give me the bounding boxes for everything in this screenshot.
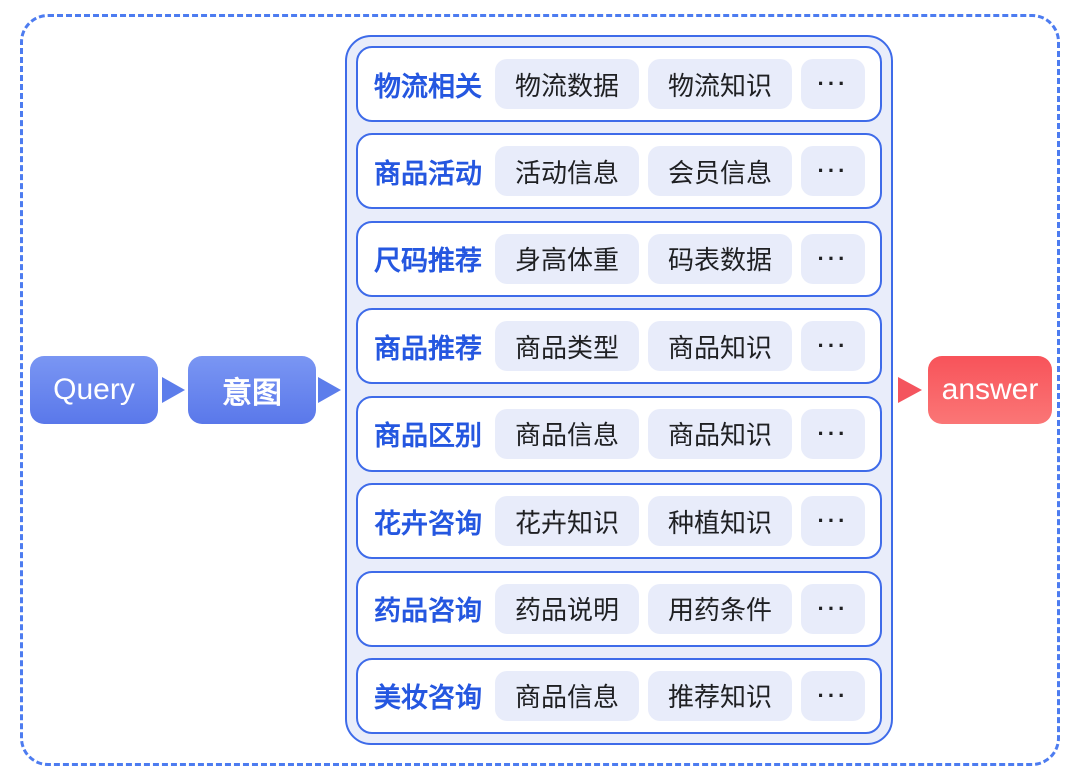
category-label: 尺码推荐 xyxy=(374,246,482,277)
knowledge-chip: 用药条件 xyxy=(648,583,793,634)
category-row: 物流相关 物流数据 物流知识 ··· xyxy=(356,46,882,122)
arrow-panel-to-answer-icon xyxy=(898,377,922,403)
knowledge-chip: 商品信息 xyxy=(495,408,640,459)
intent-node: 意图 xyxy=(188,356,316,424)
category-label: 花卉咨询 xyxy=(374,508,482,539)
more-chip: ··· xyxy=(801,146,866,197)
knowledge-chip: 种植知识 xyxy=(648,496,793,547)
category-row: 商品活动 活动信息 会员信息 ··· xyxy=(356,133,882,210)
category-row: 花卉咨询 花卉知识 种植知识 ··· xyxy=(356,483,882,560)
more-chip: ··· xyxy=(801,408,866,459)
diagram-dashed-border xyxy=(20,14,1060,766)
category-label: 物流相关 xyxy=(374,71,482,102)
knowledge-chip: 物流数据 xyxy=(495,59,640,109)
query-node: Query xyxy=(30,356,158,424)
knowledge-chip: 商品知识 xyxy=(648,408,793,459)
knowledge-chip: 身高体重 xyxy=(495,233,640,284)
category-row: 商品区别 商品信息 商品知识 ··· xyxy=(356,395,882,472)
category-label: 药品咨询 xyxy=(374,596,482,627)
knowledge-chip: 商品类型 xyxy=(495,321,640,372)
category-label: 商品区别 xyxy=(374,421,482,452)
query-node-label: Query xyxy=(53,373,135,406)
intent-categories-panel: 物流相关 物流数据 物流知识 ··· 商品活动 活动信息 会员信息 ··· 尺码… xyxy=(345,35,893,745)
knowledge-chip: 商品信息 xyxy=(495,670,640,721)
knowledge-chip: 活动信息 xyxy=(495,146,640,197)
category-label: 商品推荐 xyxy=(374,333,482,364)
category-label: 商品活动 xyxy=(374,158,482,189)
arrow-query-to-intent-icon xyxy=(162,377,185,403)
answer-node-label: answer xyxy=(941,373,1039,406)
knowledge-chip: 花卉知识 xyxy=(495,496,640,547)
answer-node: answer xyxy=(928,356,1052,424)
more-chip: ··· xyxy=(801,59,866,109)
category-row: 尺码推荐 身高体重 码表数据 ··· xyxy=(356,220,882,297)
arrow-intent-to-panel-icon xyxy=(318,377,341,403)
knowledge-chip: 物流知识 xyxy=(648,59,793,109)
knowledge-chip: 药品说明 xyxy=(495,583,640,634)
knowledge-chip: 推荐知识 xyxy=(648,670,793,721)
more-chip: ··· xyxy=(801,583,866,634)
knowledge-chip: 会员信息 xyxy=(648,146,793,197)
category-row: 药品咨询 药品说明 用药条件 ··· xyxy=(356,570,882,647)
more-chip: ··· xyxy=(801,321,866,372)
knowledge-chip: 商品知识 xyxy=(648,321,793,372)
category-row: 商品推荐 商品类型 商品知识 ··· xyxy=(356,308,882,385)
more-chip: ··· xyxy=(801,233,866,284)
knowledge-chip: 码表数据 xyxy=(648,233,793,284)
intent-node-label: 意图 xyxy=(222,377,282,410)
category-label: 美妆咨询 xyxy=(374,683,482,714)
category-row: 美妆咨询 商品信息 推荐知识 ··· xyxy=(356,657,882,734)
more-chip: ··· xyxy=(801,670,866,721)
more-chip: ··· xyxy=(801,496,866,547)
